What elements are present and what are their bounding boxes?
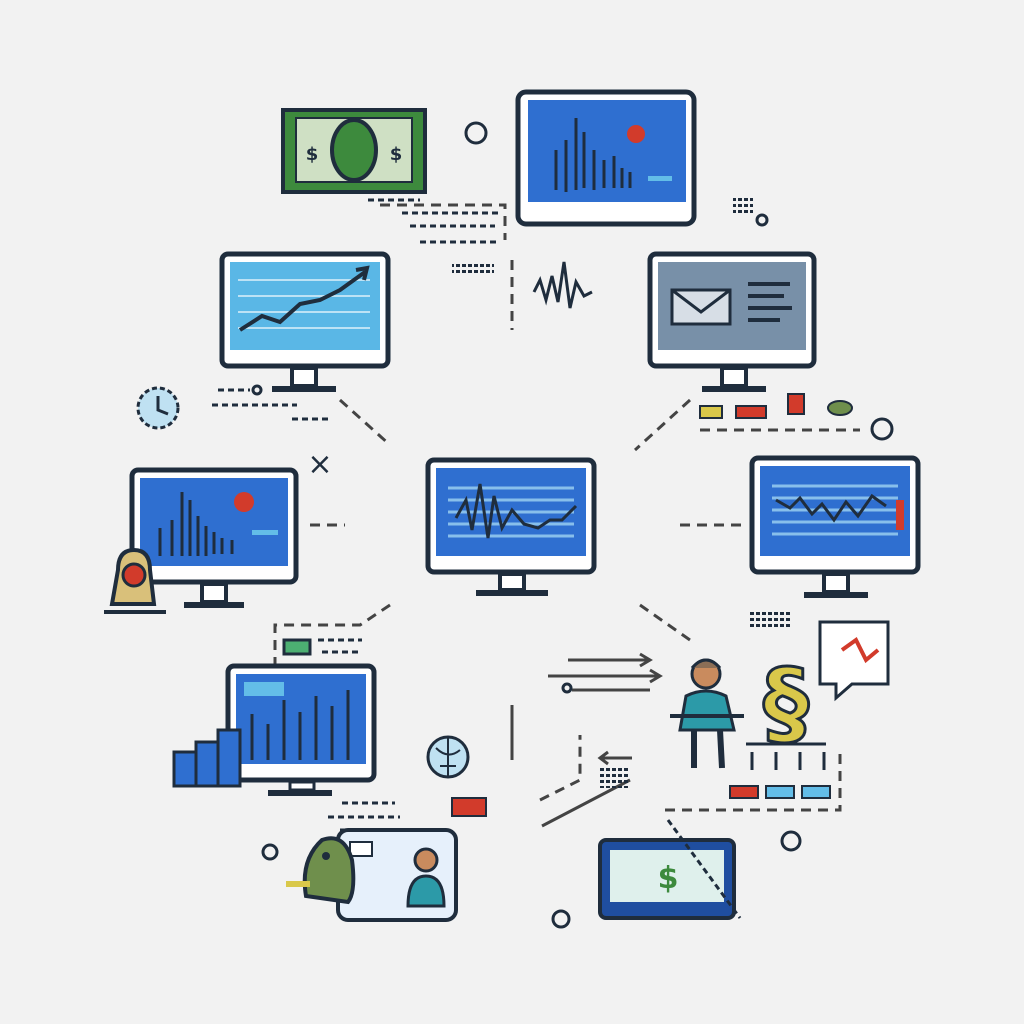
bar-block xyxy=(172,750,198,788)
monitor-stand xyxy=(822,572,850,594)
tag-row xyxy=(729,785,831,799)
monitor-candlestick-icon xyxy=(515,89,697,227)
monitor-bar-chart-icon xyxy=(172,663,377,796)
bar-block xyxy=(216,728,242,788)
monitor-stand xyxy=(720,366,748,388)
decor-circle xyxy=(261,843,279,861)
tag-group xyxy=(282,638,312,656)
grid-block xyxy=(733,198,753,214)
decor-circle xyxy=(870,417,894,441)
screen-text xyxy=(252,530,278,535)
trader-hair xyxy=(690,658,722,670)
alert-dot xyxy=(627,125,645,143)
trader-person-icon xyxy=(670,658,744,769)
speech-bubble-chart-icon xyxy=(818,620,890,702)
connector-screen-bottom xyxy=(665,750,842,812)
monitor-base xyxy=(184,602,244,608)
alert-bar xyxy=(896,500,904,530)
screen-banknote-symbol: $ xyxy=(658,861,679,896)
banknote-symbol-left: $ xyxy=(306,144,319,165)
envelope-flap xyxy=(671,288,731,314)
candlesticks xyxy=(158,492,234,556)
trend-line xyxy=(238,270,367,332)
decor-grid-blocks xyxy=(452,198,792,788)
connector-bottom-left xyxy=(273,603,391,665)
screen-text xyxy=(648,176,672,181)
card-person-icon xyxy=(336,828,458,922)
decor-circle xyxy=(251,384,263,396)
chart-bars xyxy=(250,690,350,760)
bar-block xyxy=(194,740,220,788)
screen-stripes xyxy=(772,484,898,536)
monitor-stand xyxy=(200,582,228,604)
arrow-4 xyxy=(597,750,632,766)
connector-top-right xyxy=(633,398,692,452)
monitor-center-waveform-icon xyxy=(425,457,597,596)
monitor-base xyxy=(702,386,766,392)
monitor-base xyxy=(476,590,548,596)
decor-circle xyxy=(780,830,802,852)
monitor-stand xyxy=(498,572,526,592)
monitor-screen xyxy=(528,100,686,202)
connector-banknote xyxy=(380,203,507,240)
alert-dot xyxy=(234,492,254,512)
tag-row-top xyxy=(699,393,853,419)
candlesticks xyxy=(554,118,632,192)
monitor-base xyxy=(804,592,868,598)
monitor-right-waveform-icon xyxy=(749,455,921,598)
bell-face xyxy=(121,562,147,588)
grid-block xyxy=(452,262,494,274)
decor-circle xyxy=(561,682,573,694)
grid-block xyxy=(748,610,792,630)
person-body xyxy=(406,874,446,908)
close-mark: × xyxy=(307,447,332,482)
trader-legs xyxy=(691,729,725,769)
monitor-base xyxy=(268,790,332,796)
monitor-left-candlestick-icon xyxy=(129,467,299,608)
decor-circle xyxy=(755,213,769,227)
arrow-2 xyxy=(548,668,663,684)
money-bag-icon xyxy=(286,836,356,905)
banknote-symbol-right: $ xyxy=(390,144,403,165)
screen-banknote-icon: $ xyxy=(598,819,742,920)
waveform xyxy=(775,493,887,523)
screen-stripes xyxy=(238,279,370,329)
connector-arrow-panel xyxy=(539,735,582,802)
monitor-base xyxy=(272,386,336,392)
globe-icon xyxy=(426,735,470,779)
alarm-bell-icon xyxy=(104,547,166,614)
connector-bottom-right xyxy=(639,603,691,642)
connector-top-left xyxy=(338,398,392,447)
trend-arrow xyxy=(355,265,370,281)
red-tag xyxy=(451,797,487,817)
clock-icon xyxy=(136,386,180,430)
banknote-medallion xyxy=(330,118,378,182)
decor-circle xyxy=(464,121,488,145)
text-lines xyxy=(748,282,792,322)
trader-body xyxy=(678,689,736,732)
monitor-stand xyxy=(288,780,316,792)
card-chip xyxy=(349,841,373,857)
monitor-email-icon xyxy=(647,251,817,392)
section-sign: § xyxy=(763,649,809,756)
center-top-waveform-icon xyxy=(532,261,593,309)
banknote-icon: $ $ xyxy=(281,108,427,194)
arrow-lines xyxy=(510,652,663,828)
person-head xyxy=(413,847,439,873)
monitor-trend-line-icon xyxy=(219,251,391,392)
screen-header xyxy=(244,682,284,696)
decor-circle xyxy=(551,909,571,929)
monitor-stand xyxy=(290,366,318,388)
monitor-screen xyxy=(230,262,380,350)
waveform xyxy=(454,483,578,539)
decor-circles xyxy=(251,121,894,929)
arrow-1 xyxy=(568,652,653,668)
bar-strip xyxy=(746,742,826,770)
grid-block xyxy=(600,768,630,788)
